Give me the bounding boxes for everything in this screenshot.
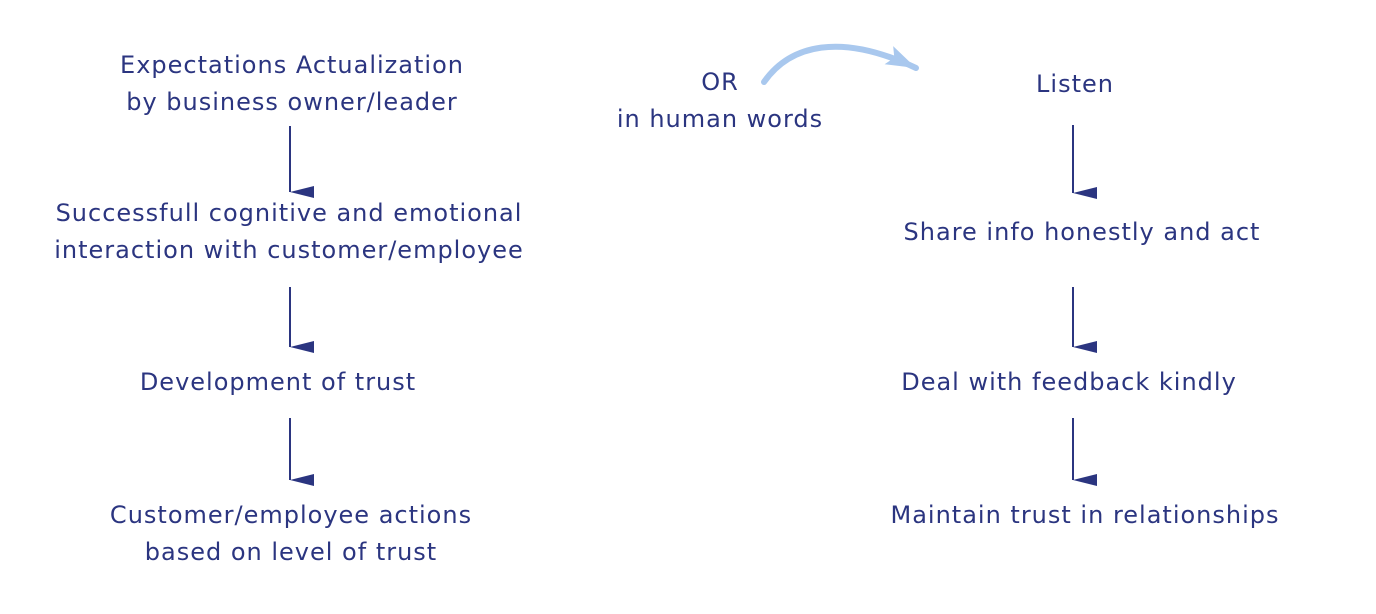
right-step-1-line-1: Listen	[1036, 70, 1114, 98]
right-step-2-share-info: Share info honestly and act	[904, 214, 1261, 251]
left-step-3-line-1: Development of trust	[139, 368, 417, 396]
left-step-3-trust-development: Development of trust	[140, 364, 416, 401]
left-step-4-actions: Customer/employee actions based on level…	[110, 497, 472, 571]
connector-line-1: OR	[701, 68, 739, 96]
right-step-3-feedback: Deal with feedback kindly	[901, 364, 1237, 401]
left-step-1-line-2: by business owner/leader	[126, 88, 458, 116]
left-step-2-interaction: Successfull cognitive and emotional inte…	[54, 195, 524, 269]
left-step-2-line-1: Successfull cognitive and emotional	[55, 199, 523, 227]
connector-text: OR in human words	[617, 64, 823, 138]
right-step-3-line-1: Deal with feedback kindly	[901, 368, 1237, 396]
left-step-2-line-2: interaction with customer/employee	[54, 236, 524, 264]
right-step-4-line-1: Maintain trust in relationships	[890, 501, 1280, 529]
right-step-1-listen: Listen	[1036, 66, 1114, 103]
left-step-1-line-1: Expectations Actualization	[120, 51, 464, 79]
left-step-4-line-2: based on level of trust	[144, 538, 438, 566]
right-step-2-line-1: Share info honestly and act	[903, 218, 1261, 246]
left-step-1-expectations: Expectations Actualization by business o…	[120, 47, 464, 121]
left-step-4-line-1: Customer/employee actions	[109, 501, 473, 529]
connector-line-2: in human words	[616, 105, 824, 133]
right-step-4-maintain-trust: Maintain trust in relationships	[890, 497, 1279, 534]
curved-connector-arrow	[761, 43, 919, 85]
